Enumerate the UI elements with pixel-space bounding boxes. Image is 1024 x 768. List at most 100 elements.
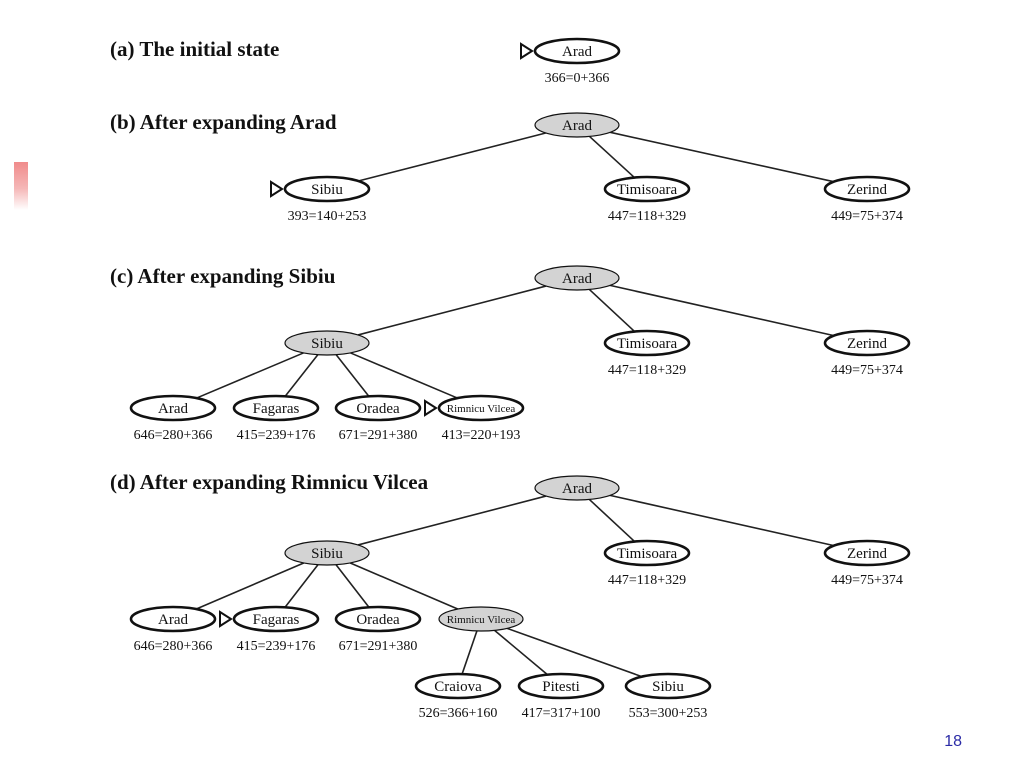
node-ellipse (603, 329, 691, 357)
node-cost-label: 449=75+374 (831, 209, 903, 224)
tree-node-oradea: Oradea 671=291+380 (334, 605, 422, 654)
tree-node-rimnicu: Rimnicu Vilcea (438, 606, 524, 632)
node-label: Sibiu (311, 336, 343, 352)
node-cost-label: 646=280+366 (134, 639, 213, 654)
section-title: (c) After expanding Sibiu (110, 264, 336, 288)
edge-arad-sibiu (357, 285, 547, 336)
section-title: (b) After expanding Arad (110, 110, 337, 134)
tree-node-pitesti: Pitesti 417=317+100 (517, 672, 605, 721)
next-expansion-marker-icon (219, 610, 233, 628)
node-ellipse (603, 175, 691, 203)
node-cost-label: 646=280+366 (134, 428, 213, 443)
tree-node-timisoara: Timisoara 447=118+329 (603, 175, 691, 224)
tree-node-fagaras: Fagaras 415=239+176 (219, 605, 320, 654)
edge-sibiu-arad2 (196, 352, 304, 399)
tree-node-arad2: Arad 646=280+366 (129, 605, 217, 654)
node-label: Timisoara (617, 336, 678, 352)
next-expansion-marker-icon (424, 399, 438, 417)
next-expansion-marker-icon (520, 42, 534, 60)
node-ellipse (533, 37, 621, 65)
node-label: Fagaras (253, 401, 300, 417)
node-label: Pitesti (542, 679, 580, 695)
node-ellipse (603, 539, 691, 567)
node-cost-label: 393=140+253 (288, 209, 367, 224)
edge-sibiu-rimnicu (350, 352, 458, 399)
node-label: Oradea (356, 612, 400, 628)
edge-sibiu-arad2 (195, 562, 305, 610)
edge-sibiu-fagaras (284, 564, 319, 608)
node-cost-label: 417=317+100 (522, 706, 601, 721)
tree-node-arad: Arad 366=0+366 (520, 37, 621, 86)
node-label: Rimnicu Vilcea (447, 614, 516, 626)
node-label: Arad (158, 401, 188, 417)
node-label: Sibiu (652, 679, 684, 695)
node-label: Zerind (847, 336, 887, 352)
tree-node-arad: Arad (534, 265, 620, 291)
node-ellipse (823, 175, 911, 203)
node-cost-label: 671=291+380 (339, 428, 418, 443)
node-label: Timisoara (617, 182, 678, 198)
node-cost-label: 449=75+374 (831, 363, 903, 378)
edge-sibiu-oradea (335, 564, 370, 608)
node-cost-label: 447=118+329 (608, 573, 686, 588)
node-cost-label: 413=220+193 (442, 428, 521, 443)
node-label: Zerind (847, 182, 887, 198)
node-label: Arad (562, 481, 592, 497)
node-label: Arad (158, 612, 188, 628)
edge-rimnicu-pitesti (494, 629, 548, 676)
node-cost-label: 671=291+380 (339, 639, 418, 654)
node-label: Zerind (847, 546, 887, 562)
node-ellipse (534, 265, 620, 291)
node-cost-label: 366=0+366 (545, 71, 610, 86)
node-label: Craiova (434, 679, 482, 695)
edge-arad-sibiu (357, 495, 547, 546)
node-label: Rimnicu Vilcea (447, 403, 516, 415)
node-label: Arad (562, 118, 592, 134)
node-label: Sibiu (311, 182, 343, 198)
node-cost-label: 415=239+176 (237, 639, 316, 654)
edge-sibiu-fagaras (284, 354, 319, 397)
node-ellipse (129, 605, 217, 633)
tree-node-fagaras: Fagaras 415=239+176 (232, 394, 320, 443)
node-label: Arad (562, 271, 592, 287)
node-label: Fagaras (253, 612, 300, 628)
section-title: (a) The initial state (110, 37, 279, 61)
edge-arad-zerind (609, 284, 835, 337)
node-ellipse (534, 475, 620, 501)
page-number: 18 (944, 733, 962, 750)
edge-arad-sibiu (358, 132, 546, 182)
node-ellipse (517, 672, 605, 700)
node-ellipse (823, 329, 911, 357)
search-tree-a: (a) The initial state Arad 366=0+366 (110, 37, 621, 86)
node-cost-label: 447=118+329 (608, 209, 686, 224)
node-ellipse (232, 394, 320, 422)
edge-rimnicu-sibiu2 (506, 627, 643, 678)
edge-arad-timisoara (588, 498, 636, 543)
edge-arad-timisoara (588, 135, 636, 179)
node-cost-label: 415=239+176 (237, 428, 316, 443)
node-ellipse (437, 394, 525, 422)
edge-arad-zerind (609, 494, 835, 547)
node-label: Arad (562, 44, 592, 60)
section-title: (d) After expanding Rimnicu Vilcea (110, 470, 429, 494)
tree-node-zerind: Zerind 449=75+374 (823, 175, 911, 224)
node-ellipse (823, 539, 911, 567)
next-expansion-marker-icon (270, 180, 284, 198)
tree-node-arad: Arad (534, 475, 620, 501)
node-ellipse (283, 175, 371, 203)
node-ellipse (414, 672, 502, 700)
edge-arad-zerind (610, 131, 834, 183)
edge-sibiu-rimnicu (349, 562, 459, 610)
node-ellipse (438, 606, 524, 632)
tree-node-sibiu: Sibiu (284, 540, 370, 566)
node-ellipse (624, 672, 712, 700)
node-label: Oradea (356, 401, 400, 417)
tree-node-sibiu: Sibiu (284, 330, 370, 356)
node-ellipse (334, 394, 422, 422)
tree-node-zerind: Zerind 449=75+374 (823, 329, 911, 378)
